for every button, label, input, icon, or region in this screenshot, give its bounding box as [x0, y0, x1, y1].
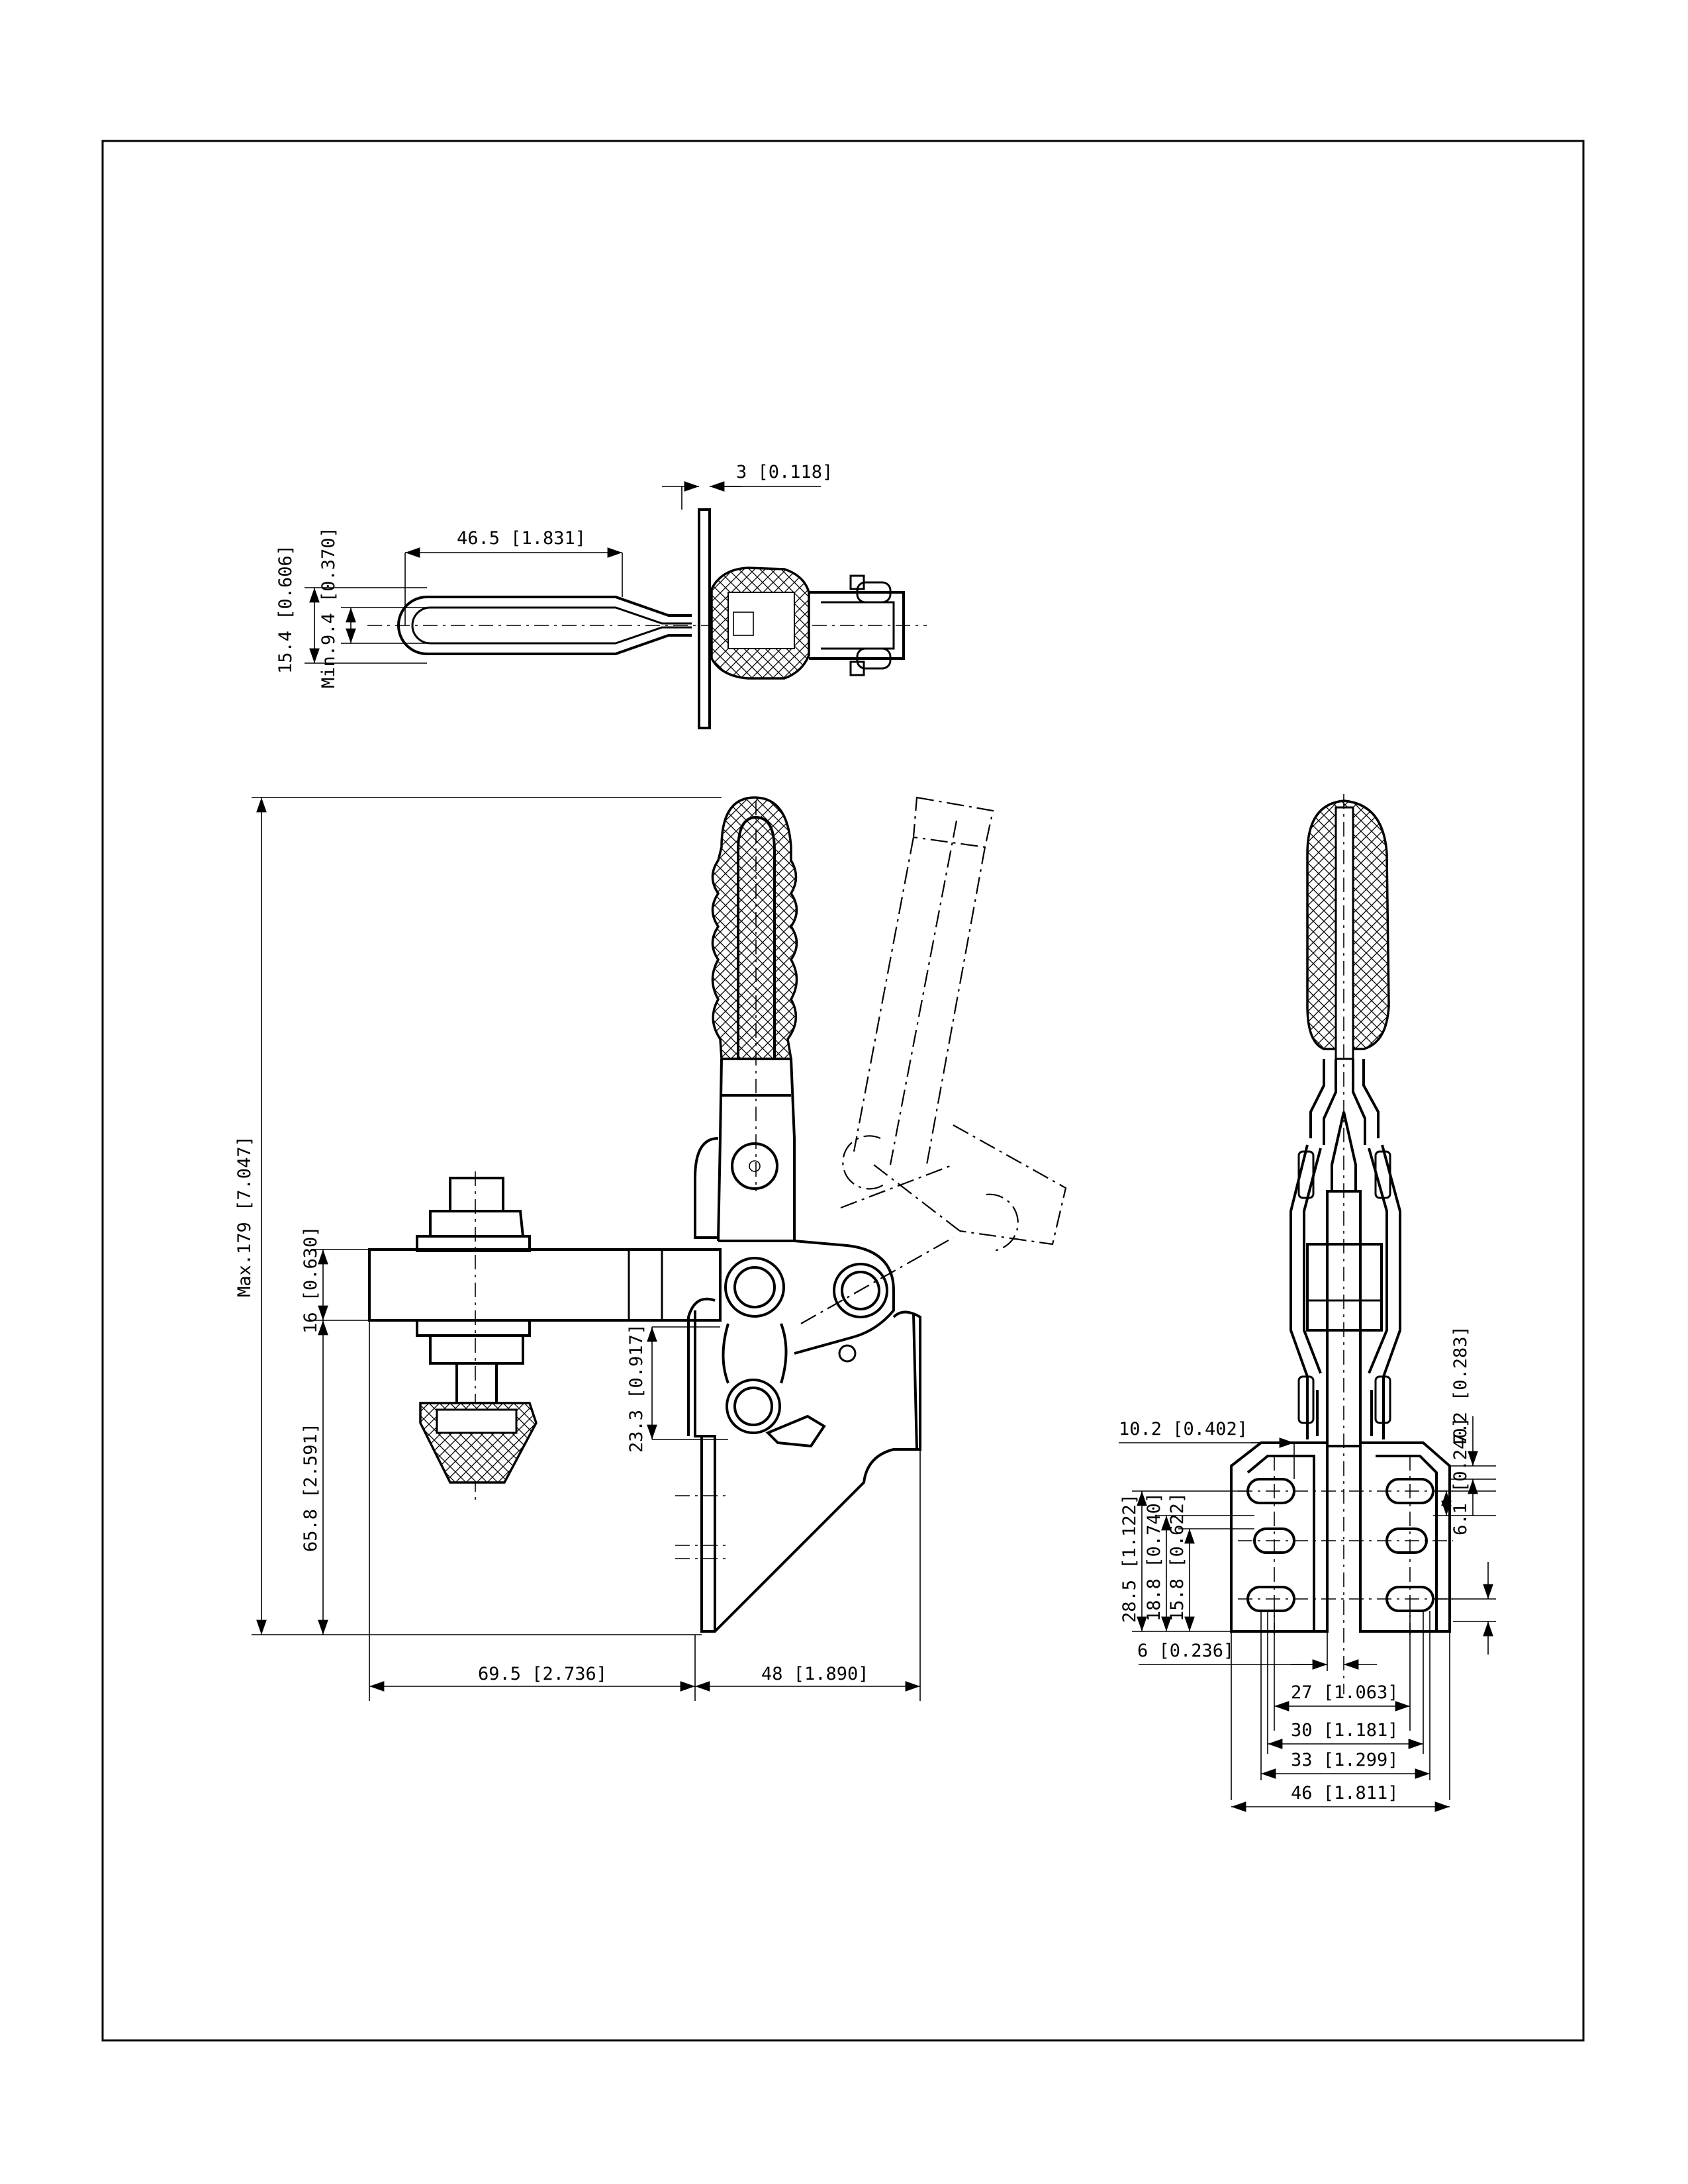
dim-slot-row-top: 28.5 [1.122] — [1119, 1494, 1140, 1623]
dim-span-30: 30 [1.181] — [1291, 1720, 1399, 1741]
mounting-plate — [698, 508, 711, 729]
dim-center-offset: 6 [0.236] — [1137, 1641, 1234, 1661]
clamp-bar — [368, 1248, 722, 1322]
dim-span-33: 33 [1.299] — [1291, 1750, 1399, 1770]
dim-thickness: 3 [0.118] — [736, 462, 833, 482]
dim-span-46: 46 [1.811] — [1291, 1783, 1399, 1803]
dim-base-depth: 48 [1.890] — [761, 1664, 869, 1684]
dim-handle-length: 46.5 [1.831] — [457, 528, 586, 549]
drawing-frame — [101, 140, 1585, 2042]
dim-slot-offset: 10.2 [0.402] — [1119, 1419, 1248, 1439]
dim-bar-thickness: 16 [0.630] — [301, 1226, 321, 1334]
phantom-lever — [842, 796, 1067, 1252]
dim-base-height: 65.8 [2.591] — [301, 1423, 321, 1552]
base-body — [694, 1310, 921, 1633]
dim-slot-row-low: 15.8 [0.622] — [1167, 1492, 1188, 1621]
dim-slot-right: 7.2 [0.283] — [1450, 1326, 1471, 1444]
front-view: 10.2 [0.402] 7.2 [0.283] 6.1 [0.240] 28.… — [1119, 794, 1496, 1812]
side-view: Max.179 [7.047] 16 [0.630] 65.8 [2.591] … — [234, 796, 1067, 1701]
dim-pivot-height: 23.3 [0.917] — [626, 1324, 647, 1453]
dim-slot-spacing: 6.1 [0.240] — [1450, 1417, 1471, 1535]
front-base-plate — [1230, 1441, 1451, 1633]
dim-span-27: 27 [1.063] — [1291, 1682, 1399, 1703]
dim-min-width: Min.9.4 [0.370] — [318, 527, 339, 688]
dim-reach: 69.5 [2.736] — [478, 1664, 607, 1684]
dim-max-height: Max.179 [7.047] — [234, 1136, 255, 1297]
dim-slot-row-mid: 18.8 [0.740] — [1144, 1492, 1164, 1621]
dim-handle-width: 15.4 [0.606] — [275, 545, 296, 674]
top-view: 3 [0.118] 46.5 [1.831] 15.4 [0.606] Min.… — [275, 462, 927, 729]
side-handle-grip — [711, 796, 798, 1060]
